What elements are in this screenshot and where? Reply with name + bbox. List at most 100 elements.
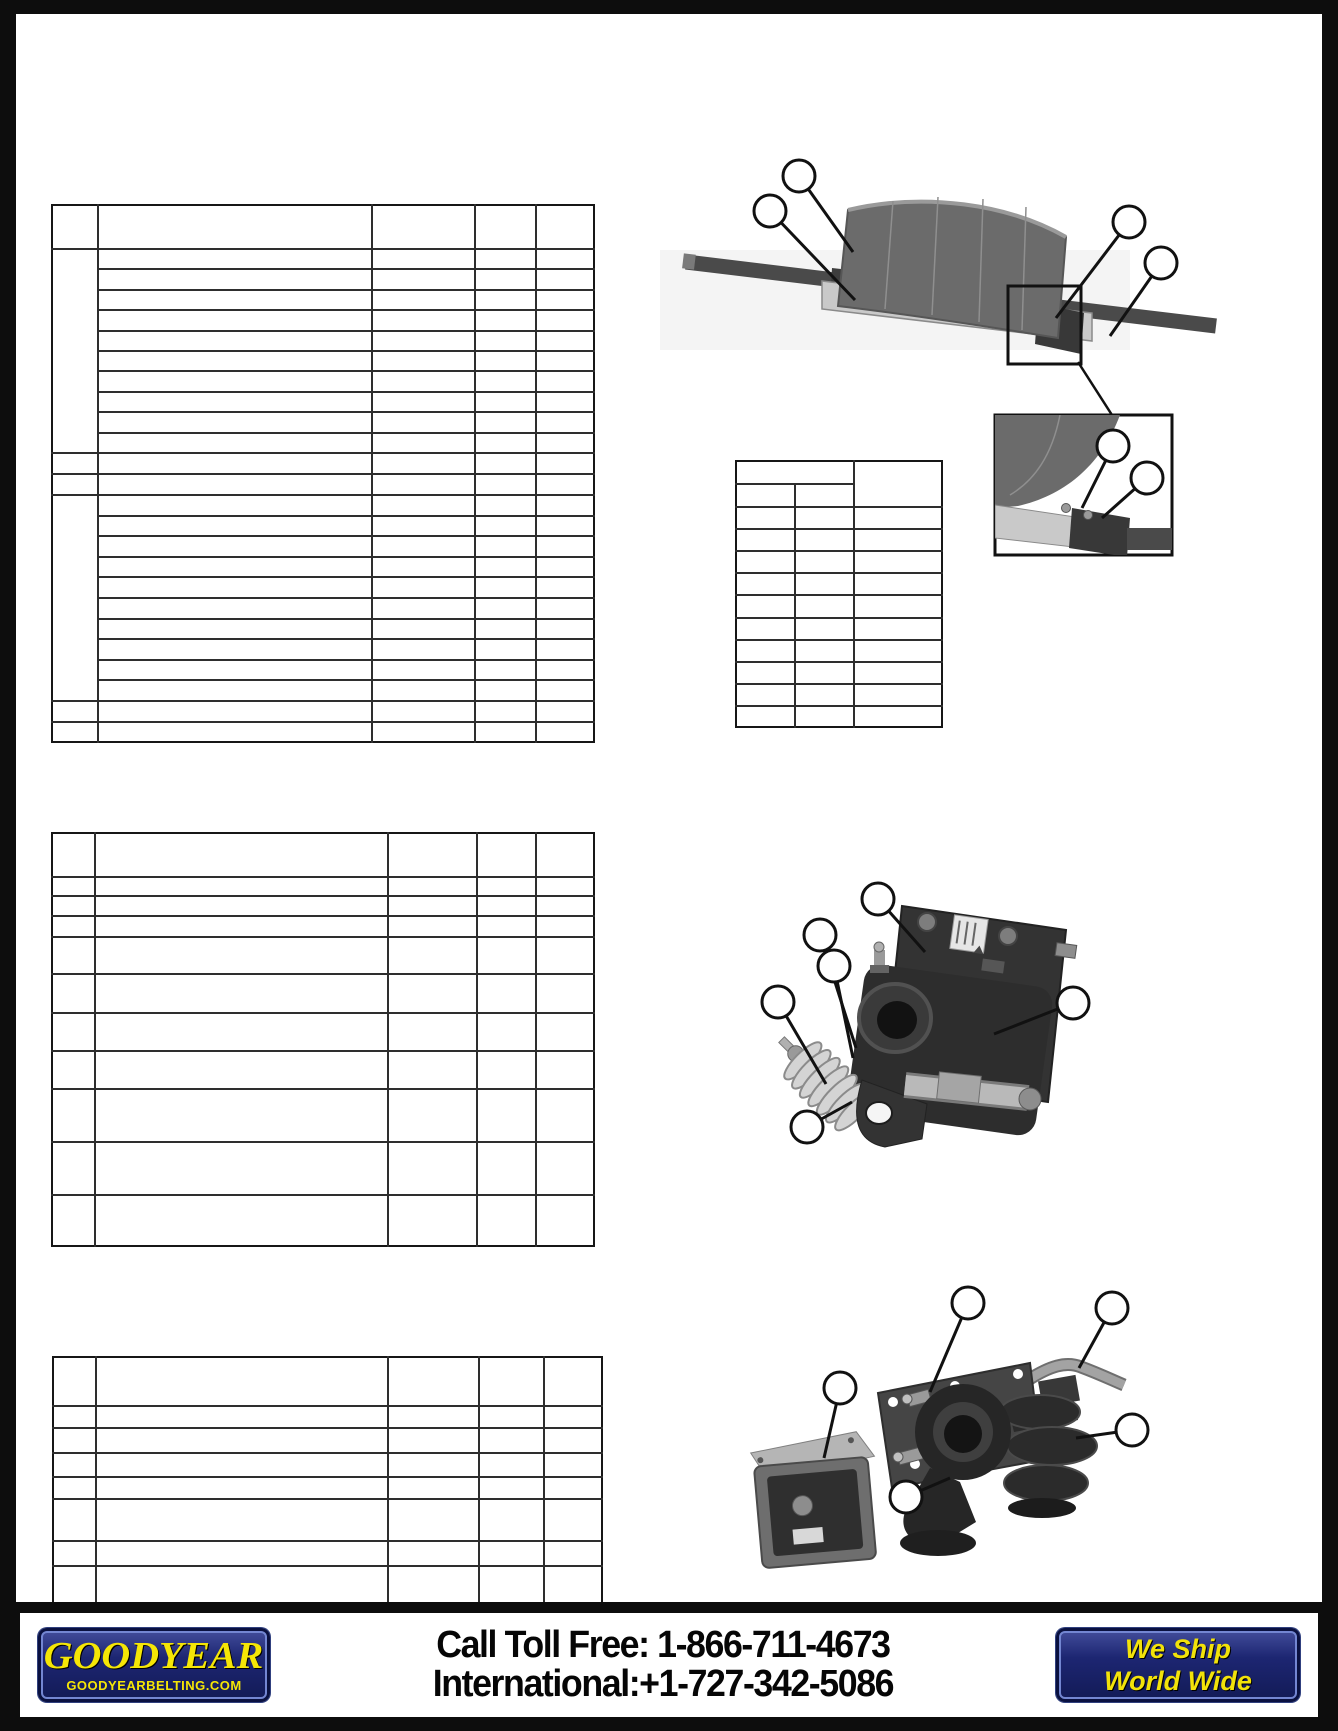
foot-hole xyxy=(865,1101,893,1125)
conveyor-plow-callout-circle xyxy=(781,158,817,194)
clamp-bore xyxy=(944,1415,982,1453)
table-grid-line xyxy=(52,1427,603,1429)
bolt xyxy=(917,912,937,932)
grease-fitting-tip xyxy=(873,941,885,953)
regulator-knob xyxy=(791,1495,813,1517)
table-grid-line xyxy=(98,556,595,558)
table-grid-line xyxy=(98,638,595,640)
spring-tensioner-callout-circle xyxy=(802,917,838,953)
table-grid-line xyxy=(735,683,943,685)
table-grid-line xyxy=(98,679,595,681)
blade-seam xyxy=(978,198,984,323)
spec-label xyxy=(949,914,989,955)
table-grid-line xyxy=(51,1088,595,1090)
toll-free-number: Call Toll Free: 1-866-711-4673 xyxy=(436,1624,891,1667)
ship-badge-line1: We Ship xyxy=(1124,1633,1231,1664)
clamp-nut xyxy=(981,958,1005,974)
table-grid-line xyxy=(51,1050,595,1052)
spring-tensioner-callout-circle xyxy=(760,984,796,1020)
table-grid-line xyxy=(535,832,537,1247)
air-tensioner-callout-circle xyxy=(822,1370,858,1406)
inset-shaft xyxy=(1127,528,1172,550)
goodyear-website: GOODYEARBELTING.COM xyxy=(66,1678,242,1693)
international-number: International:+1-727-342-5086 xyxy=(432,1663,895,1705)
table-grid-line xyxy=(51,721,595,723)
table-grid-line xyxy=(387,1356,389,1609)
conveyor-plow-callout-circle xyxy=(752,193,788,229)
table-grid-line xyxy=(51,936,595,938)
table-grid-line xyxy=(98,391,595,393)
inset-bolt xyxy=(1061,503,1071,513)
conveyor-plow-callout-circle xyxy=(1143,245,1179,281)
table-grid-line xyxy=(98,350,595,352)
control-box xyxy=(749,1431,877,1569)
conveyor-plow-callout-circle xyxy=(1129,460,1165,496)
lid-screw xyxy=(847,1437,854,1444)
belt-plow-illustration xyxy=(660,196,1217,557)
page-border-top xyxy=(0,0,1338,14)
spring-tensioner-illustration xyxy=(778,904,1078,1148)
table-grid-line xyxy=(98,411,595,413)
box-label xyxy=(792,1527,824,1545)
table-grid-line xyxy=(98,618,595,620)
ship-badge-line2: World Wide xyxy=(1104,1666,1252,1696)
spring-tensioner-callout-circle xyxy=(1055,985,1091,1021)
air-tensioner-callout-circle xyxy=(888,1479,924,1515)
table-grid-line xyxy=(543,1356,545,1609)
blade-top-edge xyxy=(847,199,1067,239)
air-tensioner-callout-circle xyxy=(1094,1290,1130,1326)
table-grid-line xyxy=(794,484,796,728)
table-grid-line xyxy=(735,617,943,619)
table-grid-line xyxy=(98,370,595,372)
table-grid-line xyxy=(52,1476,603,1478)
inset-bolt xyxy=(1083,510,1093,520)
table-grid-line xyxy=(387,832,389,1247)
table-grid-line xyxy=(98,330,595,332)
table-grid-line xyxy=(98,309,595,311)
inset-bracket xyxy=(1069,508,1130,555)
parts-table-2 xyxy=(51,832,595,1247)
blade-seam xyxy=(931,196,939,316)
blade-seam xyxy=(1021,206,1027,331)
inset-blade xyxy=(995,415,1120,508)
valve-fittings xyxy=(892,1388,932,1466)
table-grid-line xyxy=(52,1498,603,1500)
spring-tensioner-callout-circle xyxy=(816,948,852,984)
table-grid-line xyxy=(51,915,595,917)
table-grid-line xyxy=(51,973,595,975)
spring-tensioner-callout-circle xyxy=(789,1109,825,1145)
rod-hex xyxy=(936,1071,982,1104)
air-tensioner-callout-circle xyxy=(950,1285,986,1321)
table-grid-line xyxy=(52,1405,603,1407)
shaft-end-cap xyxy=(682,253,696,270)
table-grid-line xyxy=(98,576,595,578)
table-grid-line xyxy=(735,572,943,574)
spring-tensioner-callout-circle xyxy=(860,881,896,917)
air-tensioner-callout-circle xyxy=(1114,1412,1150,1448)
clamp-foot xyxy=(900,1530,976,1556)
clamp-arm xyxy=(903,1468,976,1545)
page-border-left xyxy=(0,0,16,1731)
goodyear-logo-text: GOODYEAR xyxy=(44,1635,264,1677)
table-grid-line xyxy=(51,895,595,897)
bolt xyxy=(998,926,1018,946)
table-grid-line xyxy=(51,452,595,454)
tube-bore xyxy=(877,1001,917,1039)
phone-numbers: Call Toll Free: 1-866-711-4673 Internati… xyxy=(432,1624,895,1705)
table-grid-line xyxy=(476,832,478,1247)
detail-zoom-box xyxy=(1006,284,1083,366)
table-grid-line xyxy=(735,483,854,485)
table-grid-line xyxy=(98,659,595,661)
table-grid-line xyxy=(52,1452,603,1454)
table-grid-line xyxy=(51,876,595,878)
plate-hole xyxy=(888,1397,898,1407)
table-grid-line xyxy=(51,1012,595,1014)
conveyor-plow-callout-circle xyxy=(1111,204,1147,240)
air-tensioner-illustration xyxy=(749,1358,1127,1569)
table-grid-line xyxy=(735,550,943,552)
we-ship-badge: We Ship World Wide xyxy=(1056,1628,1300,1702)
table-grid-line xyxy=(98,268,595,270)
